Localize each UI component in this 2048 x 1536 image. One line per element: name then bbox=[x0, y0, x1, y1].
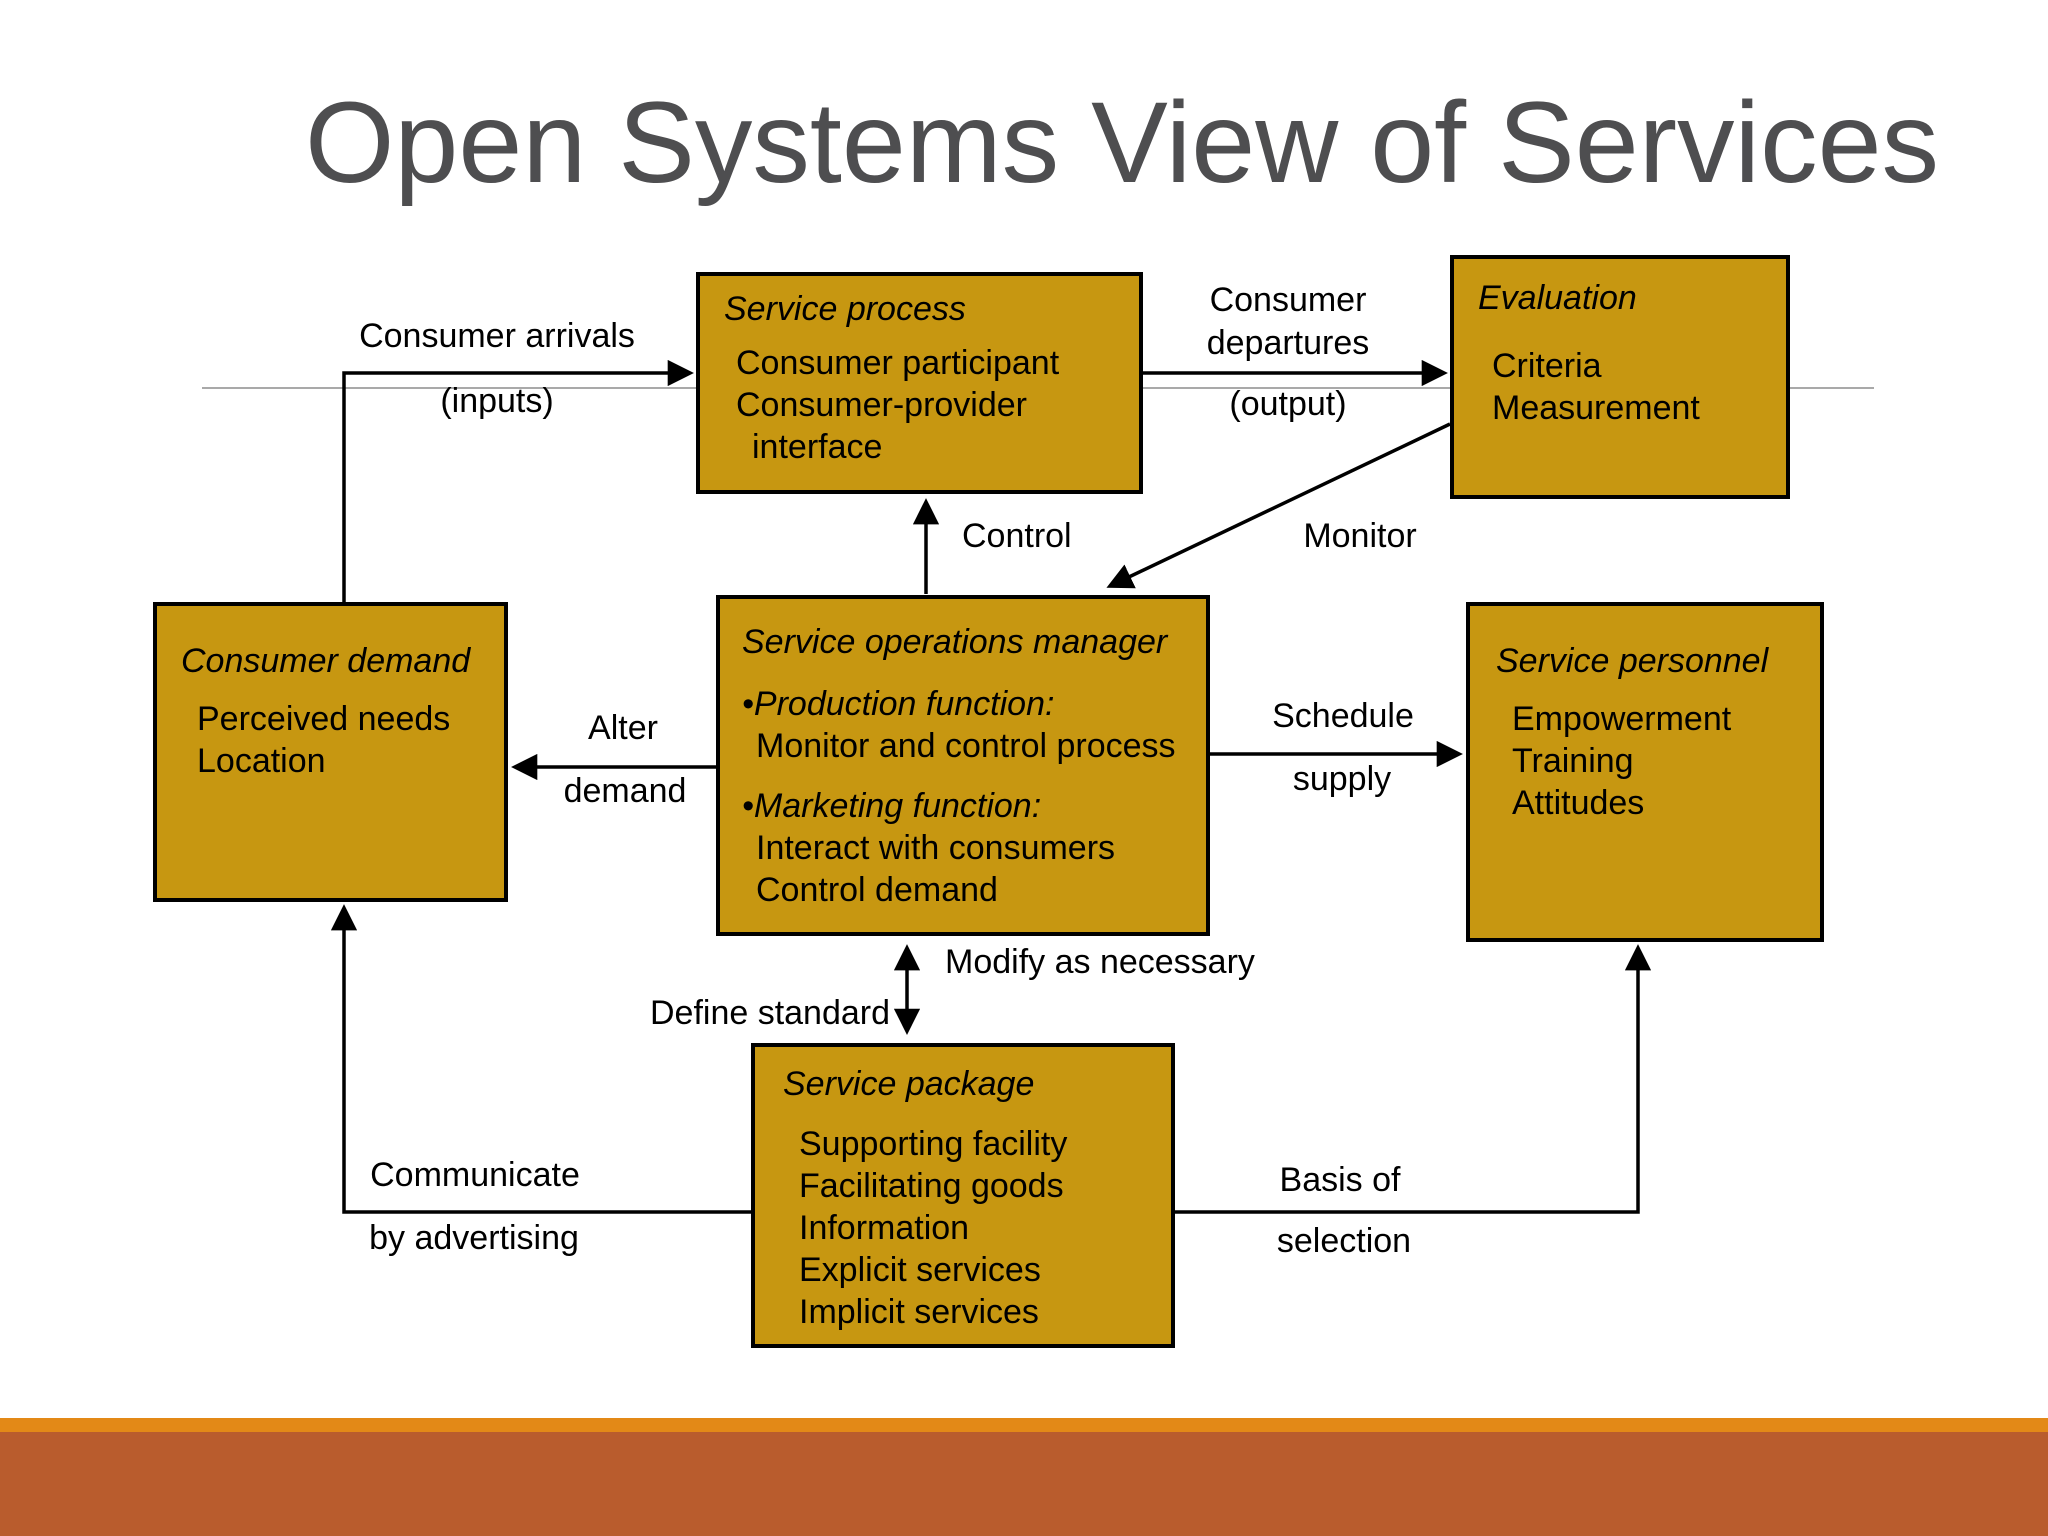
service-process-title: Service process bbox=[724, 290, 966, 328]
marketing-function-detail: Interact with consumers bbox=[756, 829, 1116, 867]
label-supply: supply bbox=[1292, 760, 1392, 798]
evaluation-line: Measurement bbox=[1492, 389, 1700, 427]
arrow-consumer-arrivals bbox=[342, 359, 694, 602]
label-alter-demand: demand bbox=[563, 772, 687, 810]
marketing-function-detail: Control demand bbox=[756, 871, 998, 909]
page-title: Open Systems View of Services bbox=[304, 79, 1940, 207]
label-basis-of: Basis of bbox=[1279, 1161, 1401, 1199]
label-monitor: Monitor bbox=[1303, 517, 1417, 555]
production-function-bullet: •Production function: bbox=[742, 685, 1055, 723]
service-operations-manager-title: Service operations manager bbox=[742, 623, 1168, 661]
label-alter: Alter bbox=[588, 709, 658, 747]
service-package-box: Service package Supporting facility Faci… bbox=[751, 1043, 1175, 1348]
service-package-line: Supporting facility bbox=[799, 1125, 1068, 1163]
consumer-demand-line: Perceived needs bbox=[197, 700, 451, 738]
label-define-standard: Define standard bbox=[649, 994, 891, 1032]
label-consumer-arrivals: Consumer arrivals bbox=[359, 317, 635, 355]
service-personnel-box: Service personnel Empowerment Training A… bbox=[1466, 602, 1824, 942]
evaluation-line: Criteria bbox=[1492, 347, 1602, 385]
service-process-line: Consumer participant bbox=[736, 344, 1060, 382]
service-package-line: Implicit services bbox=[799, 1293, 1039, 1331]
service-personnel-line: Empowerment bbox=[1512, 700, 1732, 738]
consumer-demand-title: Consumer demand bbox=[181, 642, 471, 680]
evaluation-box: Evaluation Criteria Measurement bbox=[1450, 255, 1790, 499]
service-process-line: interface bbox=[752, 428, 883, 466]
service-package-line: Information bbox=[799, 1209, 970, 1247]
evaluation-title: Evaluation bbox=[1478, 279, 1637, 317]
service-personnel-line: Training bbox=[1512, 742, 1634, 780]
consumer-demand-line: Location bbox=[197, 742, 326, 780]
footer-accent-stripe bbox=[0, 1418, 2048, 1432]
consumer-demand-box: Consumer demand Perceived needs Location bbox=[153, 602, 508, 902]
service-process-box: Service process Consumer participant Con… bbox=[696, 272, 1143, 494]
production-function-detail: Monitor and control process bbox=[756, 727, 1176, 765]
label-consumer-departures: Consumer bbox=[1209, 281, 1367, 319]
service-package-line: Facilitating goods bbox=[799, 1167, 1064, 1205]
service-personnel-line: Attitudes bbox=[1512, 784, 1645, 822]
label-output: (output) bbox=[1229, 385, 1347, 423]
service-personnel-title: Service personnel bbox=[1496, 642, 1769, 680]
arrow-monitor bbox=[1106, 422, 1451, 589]
service-operations-manager-box: Service operations manager •Production f… bbox=[716, 595, 1210, 936]
arrow-basis-of-selection bbox=[1175, 944, 1652, 1214]
arrow-communicate-by-advertising bbox=[330, 904, 751, 1214]
footer-bar bbox=[0, 1432, 2048, 1536]
label-consumer-departures: departures bbox=[1206, 324, 1370, 362]
label-schedule: Schedule bbox=[1272, 697, 1414, 735]
label-modify-as-necessary: Modify as necessary bbox=[945, 943, 1255, 981]
service-process-line: Consumer-provider bbox=[736, 386, 1027, 424]
label-communicate: Communicate bbox=[370, 1156, 580, 1194]
label-control: Control bbox=[962, 517, 1072, 555]
service-package-line: Explicit services bbox=[799, 1251, 1041, 1289]
label-inputs: (inputs) bbox=[440, 382, 554, 420]
label-selection: selection bbox=[1276, 1222, 1412, 1260]
marketing-function-bullet: •Marketing function: bbox=[742, 787, 1042, 825]
label-by-advertising: by advertising bbox=[369, 1219, 579, 1257]
service-package-title: Service package bbox=[783, 1065, 1035, 1103]
